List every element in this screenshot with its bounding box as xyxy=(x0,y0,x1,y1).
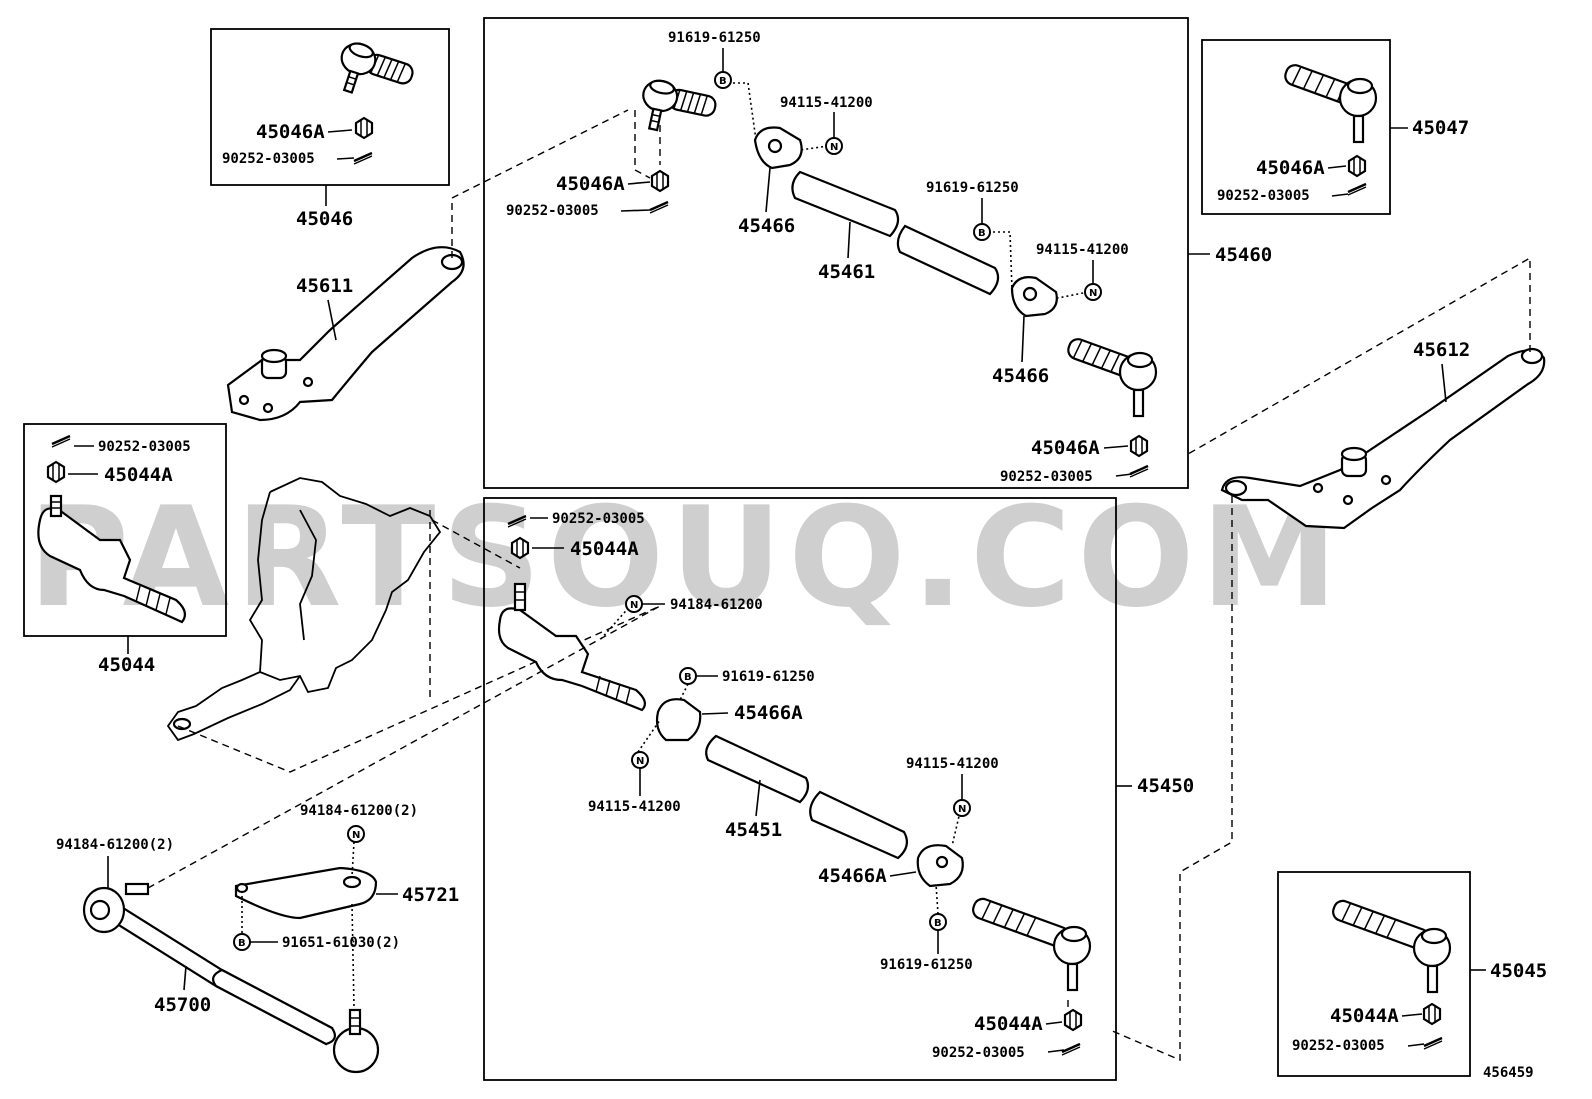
svg-text:B: B xyxy=(684,672,692,683)
svg-text:N: N xyxy=(352,830,360,841)
arm-45612-drawing xyxy=(1220,349,1546,530)
label-45700: 45700 xyxy=(154,994,211,1016)
nut-45046A-box xyxy=(354,116,374,140)
n-symbol-lower-2: N xyxy=(631,751,649,769)
label-45450: 45450 xyxy=(1137,775,1194,797)
box-45047-frame xyxy=(1201,39,1391,215)
tie-rod-end-45046-drawing xyxy=(330,38,418,110)
n-symbol-45721-top: N xyxy=(347,825,365,843)
arm-45611-drawing xyxy=(226,246,465,422)
bracket-45721-drawing xyxy=(234,866,378,920)
clamp-45466A-upper-drawing xyxy=(655,698,702,742)
tube-45461-drawing xyxy=(791,170,900,238)
label-90252-03005-box1: 90252-03005 xyxy=(222,151,315,167)
b-symbol-lower-1: B xyxy=(679,667,697,685)
n-symbol-lower-3: N xyxy=(953,799,971,817)
svg-text:N: N xyxy=(830,142,838,153)
watermark: PARTSOUQ.COM xyxy=(28,477,1344,638)
label-90252-03005-right: 90252-03005 xyxy=(1000,469,1093,485)
cotter-pin-box4 xyxy=(1422,1036,1444,1051)
label-90252-03005-lower-bottom: 90252-03005 xyxy=(932,1045,1025,1061)
label-45046A-center: 45046A xyxy=(556,173,625,195)
label-45451: 45451 xyxy=(725,819,782,841)
box-45044-frame xyxy=(23,423,227,637)
label-45046A-box3: 45046A xyxy=(1256,157,1325,179)
box-45450-frame xyxy=(483,497,1117,1081)
label-94184-61200-2-left: 94184-61200(2) xyxy=(56,837,174,853)
cotter-pin-box3 xyxy=(1346,182,1368,197)
steering-gear-outline xyxy=(166,477,442,742)
label-90252-03005-box3: 90252-03005 xyxy=(1217,188,1310,204)
n-symbol-upper-2: N xyxy=(1084,283,1102,301)
nut-45046A-upper xyxy=(650,169,670,193)
svg-text:B: B xyxy=(719,76,727,87)
label-45461: 45461 xyxy=(818,261,875,283)
label-45044A-lower-bottom: 45044A xyxy=(974,1013,1043,1035)
label-90252-03005-center: 90252-03005 xyxy=(506,203,599,219)
label-45466A-lower: 45466A xyxy=(818,865,887,887)
label-45460: 45460 xyxy=(1215,244,1272,266)
tube-45451-drawing xyxy=(705,734,810,804)
cotter-pin-lower-bottom xyxy=(1060,1042,1082,1057)
b-symbol-upper-1: B xyxy=(714,71,732,89)
b-symbol-upper-2: B xyxy=(973,223,991,241)
box-45460-frame xyxy=(483,17,1189,489)
label-91619-61250-mid: 91619-61250 xyxy=(926,180,1019,196)
label-45466-upper: 45466 xyxy=(738,215,795,237)
nut-45046A-right xyxy=(1129,434,1149,458)
label-94115-41200-top: 94115-41200 xyxy=(780,95,873,111)
label-45046A-right: 45046A xyxy=(1031,437,1100,459)
svg-text:N: N xyxy=(630,600,638,611)
label-45046: 45046 xyxy=(296,208,353,230)
label-45044: 45044 xyxy=(98,654,155,676)
tie-rod-end-upper-left-drawing xyxy=(635,76,720,142)
nut-45044A-lower-top xyxy=(510,536,530,560)
cotter-pin-upper xyxy=(648,200,670,215)
svg-text:N: N xyxy=(636,756,644,767)
label-45045: 45045 xyxy=(1490,960,1547,982)
label-45046A-box: 45046A xyxy=(256,121,325,143)
b-symbol-lower-2: B xyxy=(929,913,947,931)
b-symbol-45721-bottom: B xyxy=(233,933,251,951)
svg-text:B: B xyxy=(978,228,986,239)
svg-text:B: B xyxy=(238,938,246,949)
label-45466-lower: 45466 xyxy=(992,365,1049,387)
label-94184-61200-lower: 94184-61200 xyxy=(670,597,763,613)
label-91651-61030-2: 91651-61030(2) xyxy=(282,935,400,951)
nut-45046A-box3 xyxy=(1347,154,1367,178)
cotter-pin-box-45046 xyxy=(352,151,374,166)
label-94115-41200-lower-left: 94115-41200 xyxy=(588,799,681,815)
label-90252-03005-box4: 90252-03005 xyxy=(1292,1038,1385,1054)
box-45045-frame xyxy=(1277,871,1471,1077)
cotter-pin-right xyxy=(1128,464,1150,479)
label-45044A-lower-top: 45044A xyxy=(570,538,639,560)
nut-45044A-box4 xyxy=(1422,1002,1442,1026)
label-94115-41200-mid: 94115-41200 xyxy=(1036,242,1129,258)
n-symbol-lower-1: N xyxy=(625,595,643,613)
label-90252-03005-lower-top: 90252-03005 xyxy=(552,511,645,527)
label-94184-61200-2-top: 94184-61200(2) xyxy=(300,803,418,819)
nut-45044A-lower-bottom xyxy=(1063,1008,1083,1032)
label-91619-61250-lower: 91619-61250 xyxy=(722,669,815,685)
svg-text:N: N xyxy=(958,804,966,815)
label-94115-41200-lower-right: 94115-41200 xyxy=(906,756,999,772)
label-45044A-box2: 45044A xyxy=(104,464,173,486)
svg-text:B: B xyxy=(934,918,942,929)
svg-text:N: N xyxy=(1089,288,1097,299)
pin-box-45044 xyxy=(50,434,72,449)
label-45047: 45047 xyxy=(1412,117,1469,139)
label-91619-61250-top: 91619-61250 xyxy=(668,30,761,46)
n-symbol-upper-1: N xyxy=(825,137,843,155)
nut-45044A-box2 xyxy=(46,460,66,484)
label-90252-03005-box2: 90252-03005 xyxy=(98,439,191,455)
label-45466A-upper: 45466A xyxy=(734,702,803,724)
diagram-id: 456459 xyxy=(1483,1065,1534,1081)
label-45044A-box4: 45044A xyxy=(1330,1005,1399,1027)
label-91619-61250-lower-bottom: 91619-61250 xyxy=(880,957,973,973)
label-45721: 45721 xyxy=(402,884,459,906)
label-45611: 45611 xyxy=(296,275,353,297)
label-45612: 45612 xyxy=(1413,339,1470,361)
box-45046-frame xyxy=(210,28,450,186)
